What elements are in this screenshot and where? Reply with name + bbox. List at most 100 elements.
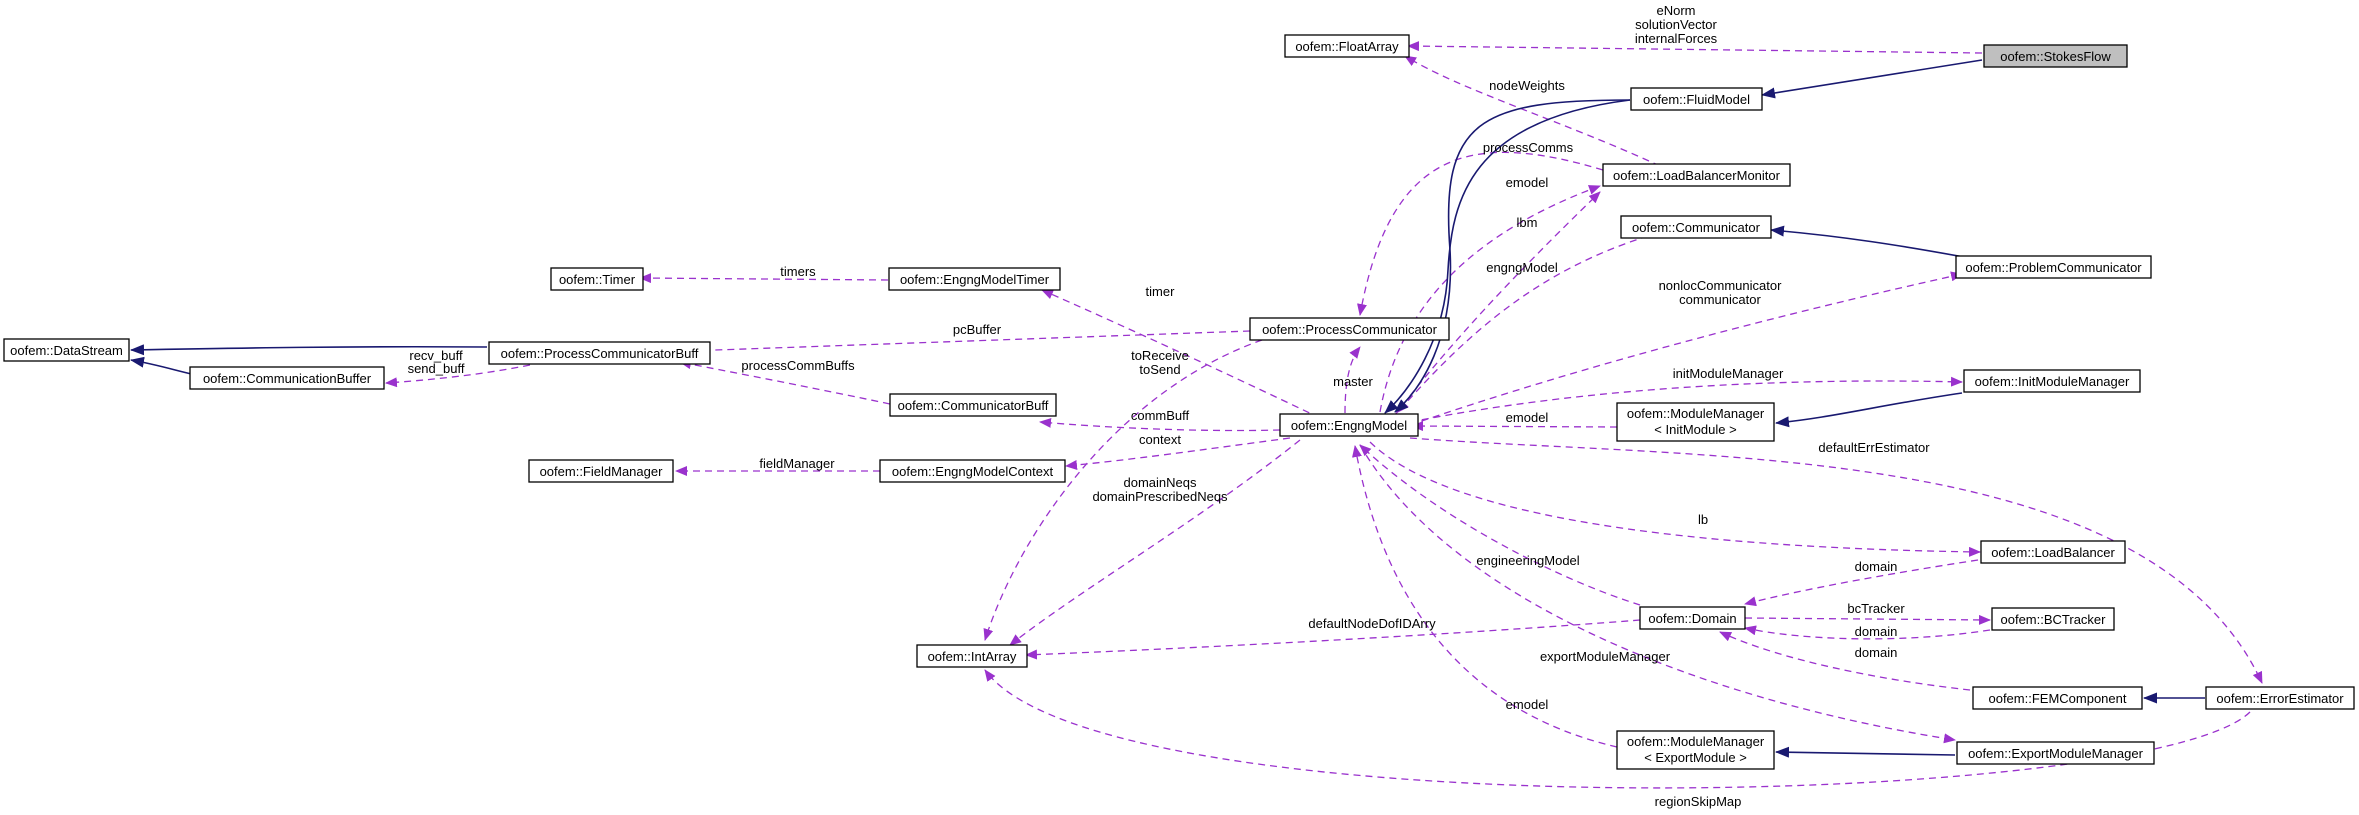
edge-bctracker-domain <box>1744 625 1991 640</box>
edge-communicator-engngmodel <box>1397 235 1649 413</box>
node-intarray[interactable]: oofem::IntArray <box>916 644 1028 668</box>
edge-label-enorm: eNorm <box>1656 3 1695 18</box>
node-label: oofem::DataStream <box>10 343 123 358</box>
inherit-exportmodulemanager-modulemanager <box>1775 746 1956 758</box>
edge-label-exportmodulemanager: exportModuleManager <box>1540 649 1671 664</box>
edge-processcommunicator-intarray <box>983 339 1263 641</box>
edge-label-emodel-lbm: emodel <box>1506 175 1549 190</box>
node-label: oofem::Domain <box>1648 611 1736 626</box>
edge-label-solutionvector: solutionVector <box>1635 17 1717 32</box>
inherit-pcbuff-datastream <box>130 344 488 356</box>
edge-domain-bctracker <box>1744 614 1991 625</box>
edge-label-commbuff: commBuff <box>1131 408 1190 423</box>
node-exportmodulemanager[interactable]: oofem::ExportModuleManager <box>1956 741 2155 765</box>
node-label: oofem::StokesFlow <box>2000 49 2111 64</box>
node-label: oofem::CommunicationBuffer <box>203 371 372 386</box>
edge-label-domain-fem: domain <box>1855 645 1898 660</box>
node-label: oofem::FieldManager <box>540 464 664 479</box>
edge-label-send-buff: send_buff <box>408 361 465 376</box>
edge-loadbalancer-domain <box>1744 559 1979 607</box>
edge-label-nodeweights: nodeWeights <box>1489 78 1565 93</box>
node-communicationbuffer[interactable]: oofem::CommunicationBuffer <box>189 366 385 390</box>
node-label-template: < ExportModule > <box>1644 750 1747 765</box>
inherit-problemcommunicator-communicator <box>1770 225 1981 261</box>
edge-stokesflow-floatarray <box>1407 41 1983 54</box>
node-engngmodel[interactable]: oofem::EngngModel <box>1279 413 1419 437</box>
edge-label-communicator: communicator <box>1679 292 1761 307</box>
edge-label-nonloccommunicator: nonlocCommunicator <box>1659 278 1783 293</box>
node-processcommunicator[interactable]: oofem::ProcessCommunicator <box>1249 317 1450 341</box>
node-initmodulemanager[interactable]: oofem::InitModuleManager <box>1963 369 2141 393</box>
node-label: oofem::LoadBalancer <box>1991 545 2115 560</box>
edge-lbm-processcommunicator <box>1357 151 1604 316</box>
edge-engngmodel-exportmodulemanager <box>1359 444 1956 744</box>
node-label: oofem::FloatArray <box>1295 39 1399 54</box>
node-loadbalancer[interactable]: oofem::LoadBalancer <box>1980 540 2126 564</box>
node-label: oofem::ModuleManager <box>1627 406 1765 421</box>
node-label: oofem::ProcessCommunicator <box>1262 322 1438 337</box>
edge-label-lb: lb <box>1698 512 1708 527</box>
edge-label-bctracker: bcTracker <box>1847 601 1905 616</box>
node-label: oofem::EngngModel <box>1291 418 1407 433</box>
edge-domain-engngmodel <box>1359 444 1641 606</box>
node-engngmodeltimer[interactable]: oofem::EngngModelTimer <box>888 267 1061 291</box>
edges <box>130 41 2263 789</box>
edge-engngmodel-intarray <box>1009 439 1301 646</box>
node-label: oofem::Timer <box>559 272 636 287</box>
node-modulemanager-initmodule[interactable]: oofem::ModuleManager < InitModule > <box>1616 402 1775 442</box>
node-label: oofem::EngngModelTimer <box>900 272 1050 287</box>
edge-label-initmodulemanager: initModuleManager <box>1673 366 1784 381</box>
node-domain[interactable]: oofem::Domain <box>1639 606 1746 630</box>
node-fieldmanager[interactable]: oofem::FieldManager <box>528 459 674 483</box>
node-modulemanager-exportmodule[interactable]: oofem::ModuleManager < ExportModule > <box>1616 730 1775 770</box>
edge-engngmodel-processcommunicator-master <box>1344 346 1361 414</box>
edge-label-defaultnodedofidarry: defaultNodeDofIDArry <box>1308 616 1436 631</box>
edge-engngmodel-errorestimator <box>1409 437 2263 684</box>
node-errorestimator[interactable]: oofem::ErrorEstimator <box>2205 686 2355 710</box>
edge-lbm-floatarray <box>1404 55 1661 167</box>
node-stokesflow[interactable]: oofem::StokesFlow <box>1983 44 2128 68</box>
edge-label-engineeringmodel: engineeringModel <box>1476 553 1579 568</box>
node-communicator[interactable]: oofem::Communicator <box>1620 215 1772 239</box>
inherit-stokesflow-fluidmodel <box>1761 59 1983 99</box>
edge-label-pcbuffer: pcBuffer <box>953 322 1002 337</box>
node-label-template: < InitModule > <box>1654 422 1736 437</box>
edge-modulemanager-init-engngmodel <box>1411 421 1618 432</box>
edge-label-internalforces: internalForces <box>1635 31 1718 46</box>
node-engngmodelcontext[interactable]: oofem::EngngModelContext <box>879 459 1066 483</box>
node-problemcommunicator[interactable]: oofem::ProblemCommunicator <box>1955 255 2152 279</box>
edge-engngmodeltimer-timer <box>639 273 889 284</box>
edge-label-domain-lb: domain <box>1855 559 1898 574</box>
edge-processcommunicator-pcbuff <box>687 330 1251 356</box>
node-communicatorbuff[interactable]: oofem::CommunicatorBuff <box>889 393 1057 417</box>
edge-label-master: master <box>1333 374 1373 389</box>
node-label: oofem::LoadBalancerMonitor <box>1613 168 1781 183</box>
node-bctracker[interactable]: oofem::BCTracker <box>1991 607 2115 631</box>
edge-engngmodel-communicatorbuff <box>1039 417 1281 432</box>
node-loadbalancermonitor[interactable]: oofem::LoadBalancerMonitor <box>1602 163 1791 187</box>
node-femcomponent[interactable]: oofem::FEMComponent <box>1972 686 2143 710</box>
edge-labels: eNorm solutionVector internalForces node… <box>408 3 1931 809</box>
edge-domain-intarray <box>1025 619 1641 660</box>
node-label: oofem::ErrorEstimator <box>2216 691 2344 706</box>
edge-label-defaulterrestimator: defaultErrEstimator <box>1818 440 1930 455</box>
edge-label-toreceive: toReceive <box>1131 348 1189 363</box>
node-fluidmodel[interactable]: oofem::FluidModel <box>1630 87 1763 111</box>
node-floatarray[interactable]: oofem::FloatArray <box>1284 34 1410 58</box>
edge-engngmodel-engngmodelcontext <box>1065 437 1291 470</box>
edge-label-tosend: toSend <box>1139 362 1180 377</box>
edge-label-lbm: lbm <box>1517 215 1538 230</box>
node-timer[interactable]: oofem::Timer <box>550 267 644 291</box>
node-label: oofem::ProblemCommunicator <box>1965 260 2142 275</box>
node-datastream[interactable]: oofem::DataStream <box>3 338 130 362</box>
edge-label-fieldmanager: fieldManager <box>759 456 835 471</box>
node-label: oofem::ModuleManager <box>1627 734 1765 749</box>
edge-label-emodel-export: emodel <box>1506 697 1549 712</box>
edge-label-regionskipmap: regionSkipMap <box>1655 794 1742 809</box>
node-processcommunicatorbuff[interactable]: oofem::ProcessCommunicatorBuff <box>488 341 711 365</box>
edge-engngmodel-initmodulemanager <box>1409 376 1963 423</box>
node-label: oofem::InitModuleManager <box>1975 374 2130 389</box>
edge-label-emodel-init: emodel <box>1506 410 1549 425</box>
edge-label-domainprescribedneqs: domainPrescribedNeqs <box>1092 489 1228 504</box>
